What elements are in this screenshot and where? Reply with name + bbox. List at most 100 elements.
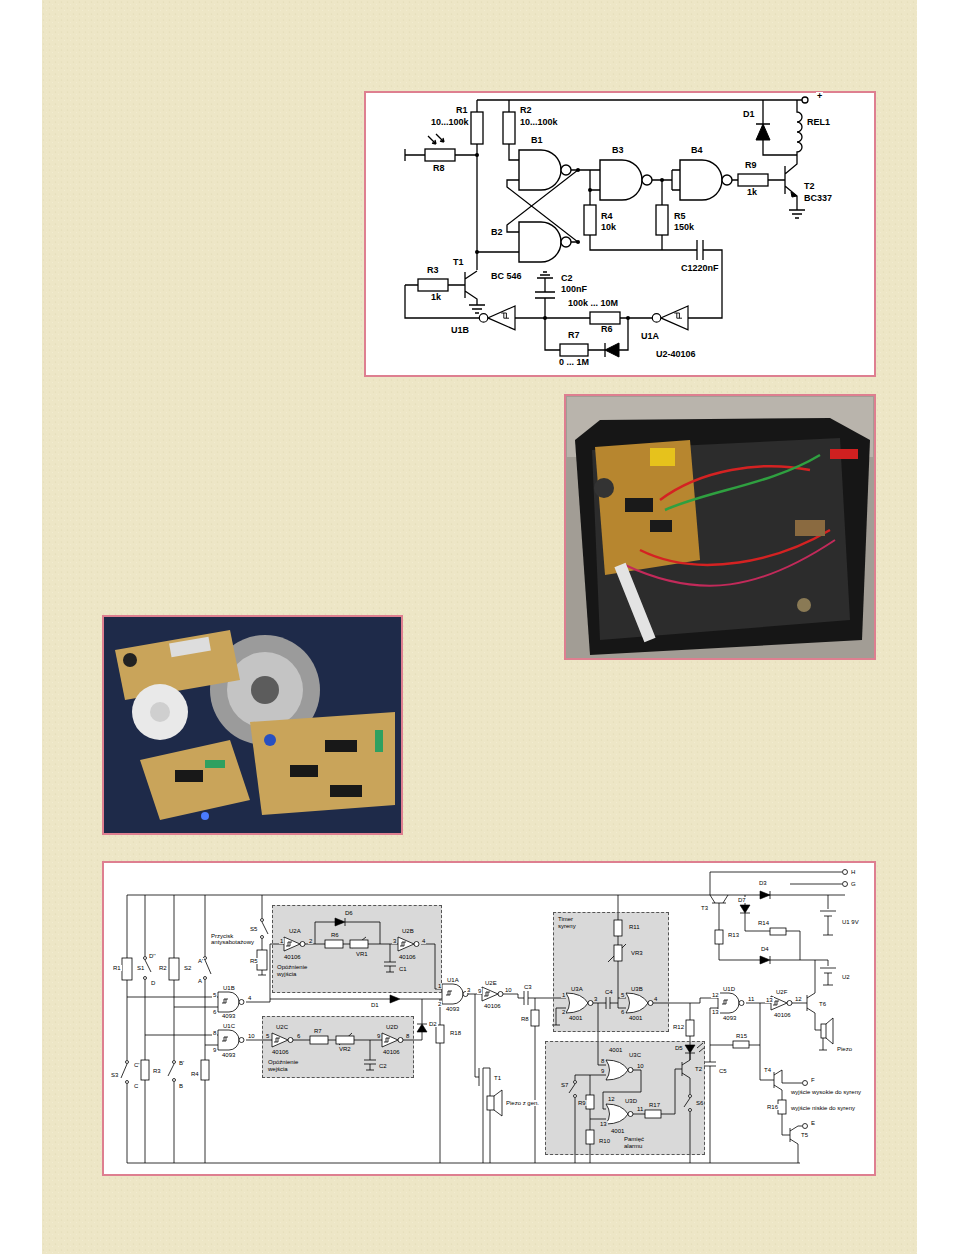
schematic-label: S5: [249, 926, 258, 932]
alarm-schematic: [310, 1036, 328, 1044]
top-schematic: [503, 112, 515, 144]
top-schematic: [588, 188, 592, 192]
alarm-schematic: [284, 937, 305, 951]
alarm-schematic: [222, 1037, 228, 1041]
alarm-schematic: [792, 960, 833, 1050]
component-label: B1: [530, 136, 544, 146]
schematic-label: R14: [757, 920, 770, 926]
top-schematic: [738, 174, 768, 186]
component-label: 10...100k: [430, 118, 470, 128]
top-schematic: [652, 170, 680, 250]
schematic-label: 10: [636, 1063, 645, 1069]
function-block: Opóźnienie wyjścia: [272, 905, 442, 993]
top-schematic: [425, 149, 455, 161]
top-schematic: [418, 279, 448, 291]
alarm-schematic: [689, 1109, 692, 1112]
schematic-label: D7: [737, 897, 747, 903]
alarm-schematic: [614, 920, 622, 936]
component-label: R1: [455, 106, 469, 116]
schematic-label: 10: [504, 987, 513, 993]
schematic-label: 3: [466, 987, 471, 993]
top-schematic: [405, 100, 805, 357]
alarm-schematic: [261, 936, 264, 939]
alarm-schematic: [614, 945, 622, 961]
schematic-label: 4093: [221, 1052, 236, 1058]
schematic-label: 2: [561, 1009, 566, 1015]
top-schematic: [479, 150, 732, 330]
top-schematic: [515, 318, 652, 357]
modules-photo: [205, 760, 225, 768]
top-schematic: [802, 97, 808, 103]
schematic-label: R3: [152, 1068, 162, 1074]
schematic-label: 9: [477, 988, 482, 994]
alarm-schematic: [218, 937, 792, 1124]
alarm-schematic: [121, 872, 845, 1163]
alarm-schematic: [574, 1095, 577, 1098]
alarm-schematic: [400, 942, 406, 946]
modules-photo: [375, 730, 383, 752]
enclosure-photo: [650, 520, 672, 532]
component-label: 100k ... 10M: [567, 299, 619, 309]
alarm-schematic: [121, 895, 127, 1163]
alarm-schematic: [144, 977, 147, 980]
alarm-schematic: [286, 942, 292, 946]
alarm-schematic: [771, 996, 792, 1010]
component-label: R8: [432, 164, 446, 174]
schematic-label: 10: [247, 1033, 256, 1039]
alarm-schematic: [531, 1010, 539, 1026]
schematic-label: wyjście wysokie do syreny: [790, 1089, 862, 1095]
schematic-label: S7: [560, 1082, 569, 1088]
schematic-label: S2: [183, 965, 192, 971]
component-label: U1B: [450, 326, 470, 336]
top-schematic: [543, 316, 547, 320]
top-schematic: [797, 100, 802, 155]
schematic-label: 11: [636, 1106, 644, 1112]
alarm-schematic: [384, 1038, 390, 1042]
component-label: BC337: [803, 194, 833, 204]
schematic-label: R8: [520, 1016, 530, 1022]
schematic-label: U1A: [446, 977, 460, 983]
top-schematic: [626, 316, 630, 320]
component-label: R2: [519, 106, 533, 116]
schematic-label: 4: [247, 995, 252, 1001]
schematic-label: VR2: [338, 1046, 352, 1052]
modules-photo: [103, 616, 402, 834]
alarm-schematic: [446, 991, 452, 995]
schematic-label: A': [197, 958, 204, 964]
alarm-schematic: [173, 1079, 176, 1082]
schematic-label: G: [850, 881, 857, 887]
alarm-schematic: [402, 999, 440, 1163]
alarm-schematic: [722, 1000, 728, 1004]
top-schematic: [560, 344, 588, 356]
schematic-label: 11: [747, 996, 755, 1002]
alarm-schematic: [718, 993, 744, 1013]
schematic-label: R12: [672, 1024, 685, 1030]
alarm-schematic: [201, 1060, 209, 1080]
schematic-label: U3B: [630, 986, 644, 992]
component-label: 1k: [746, 188, 758, 198]
alarm-schematic: [645, 1110, 661, 1118]
schematic-label: U1D: [722, 986, 736, 992]
top-schematic: [584, 205, 596, 235]
schematic-label: U2A: [288, 928, 302, 934]
schematic-label: T5: [800, 1132, 809, 1138]
component-label: R6: [600, 325, 614, 335]
component-label: 1k: [430, 293, 442, 303]
schematic-label: 12: [607, 1096, 616, 1102]
schematic-label: S1: [136, 965, 145, 971]
schematic-label: D6: [344, 910, 354, 916]
alarm-schematic: [487, 1096, 494, 1110]
alarm-schematic: [606, 1060, 633, 1080]
alarm-schematic: [468, 994, 490, 1163]
alarm-schematic: [272, 905, 442, 993]
schematic-label: T6: [818, 1001, 827, 1007]
alarm-schematic: [335, 918, 345, 926]
modules-photo: [227, 652, 303, 728]
alarm-schematic: [626, 993, 653, 1013]
top-schematic: [605, 124, 797, 357]
schematic-label: U2: [841, 974, 851, 980]
schematic-label: R16: [766, 1104, 779, 1110]
modules-photo: [175, 770, 203, 782]
schematic-label: 12: [711, 992, 720, 998]
enclosure-photo: [565, 395, 875, 659]
